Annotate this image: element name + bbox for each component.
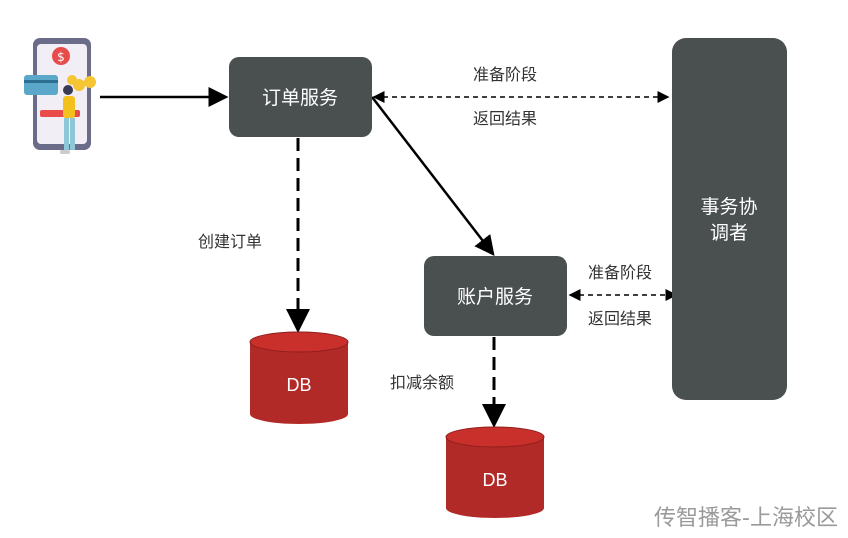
coordinator-label-line2: 调者 [710,222,748,244]
coordinator-label-line1: 事务协 [700,196,757,218]
account-service-node: 账户服务 [424,256,567,336]
account-db-label: DB [482,470,507,490]
prepare-phase-label-mid: 准备阶段 [588,263,652,282]
order-to-account-arrow [371,96,495,256]
order-database: DB [249,331,349,424]
svg-text:$: $ [57,50,65,64]
deduct-balance-label: 扣减余额 [390,373,454,392]
order-service-node: 订单服务 [229,57,372,137]
return-result-label-mid: 返回结果 [588,309,652,328]
account-service-label: 账户服务 [457,286,533,308]
prepare-phase-label-top: 准备阶段 [473,65,537,84]
transaction-coordinator-node: 事务协 调者 [672,38,787,400]
return-result-label-top: 返回结果 [473,109,537,128]
mobile-payment-icon: $ [24,38,96,154]
create-order-label: 创建订单 [198,232,262,251]
account-database: DB [445,426,545,518]
order-db-label: DB [286,375,311,395]
watermark-text: 传智播客-上海校区 [654,506,838,531]
order-service-label: 订单服务 [262,87,338,109]
